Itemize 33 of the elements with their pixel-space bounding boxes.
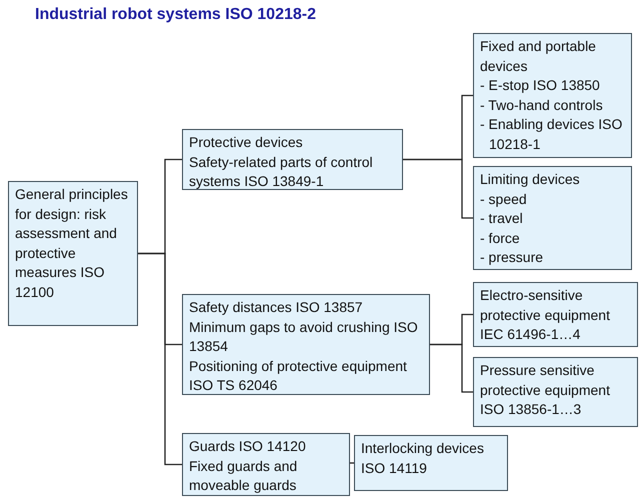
box-text: - E-stop ISO 13850 <box>480 76 601 95</box>
text-box <box>473 282 638 347</box>
box-text: Minimum gaps to avoid crushing ISO 13854 <box>189 318 419 356</box>
text-box <box>473 33 632 158</box>
box-text: - travel <box>480 209 524 228</box>
box-text: - force <box>480 228 521 248</box>
box-text: - pressure <box>480 248 544 267</box>
box-text: - Enabling devices ISO 10218-1 <box>480 115 624 154</box>
text-box <box>182 129 403 190</box>
text-box <box>473 166 632 270</box>
box-text: Protective devices <box>189 133 304 152</box>
box-text: Interlocking devices ISO 14119 <box>361 439 485 478</box>
box-text: Positioning of protective equipment ISO TS 62046 <box>189 356 408 395</box>
box-text: Safety distances ISO 13857 <box>189 298 364 317</box>
text-box <box>182 294 430 395</box>
box-text: Electro-sensitive protective equipment IEC 61496-1…4 <box>480 286 611 344</box>
diagram-title: Industrial robot systems ISO 10218-2 <box>35 6 316 24</box>
connector-line <box>430 344 473 393</box>
text-box <box>354 435 508 491</box>
connector-line <box>403 158 473 219</box>
box-text: Guards ISO 14120 <box>189 437 307 456</box>
box-text: Pressure sensitive protective equipment ISO 13856-1…3 <box>480 361 611 419</box>
box-text: Safety-related parts of control systems ISO 13849-1 <box>189 152 374 191</box>
box-text: General principles for design: risk assessment and protective measures ISO 12100 <box>15 185 129 302</box>
connector-line <box>138 252 182 466</box>
box-text: - Two-hand controls <box>480 96 604 114</box>
box-text: - speed <box>480 190 528 209</box>
box-text: Fixed and portable devices <box>480 37 597 76</box>
text-box <box>8 181 138 326</box>
box-text: Fixed guards and moveable guards <box>189 456 298 495</box>
box-text: Limiting devices <box>480 170 581 189</box>
text-box <box>473 357 638 427</box>
text-box <box>182 433 350 496</box>
